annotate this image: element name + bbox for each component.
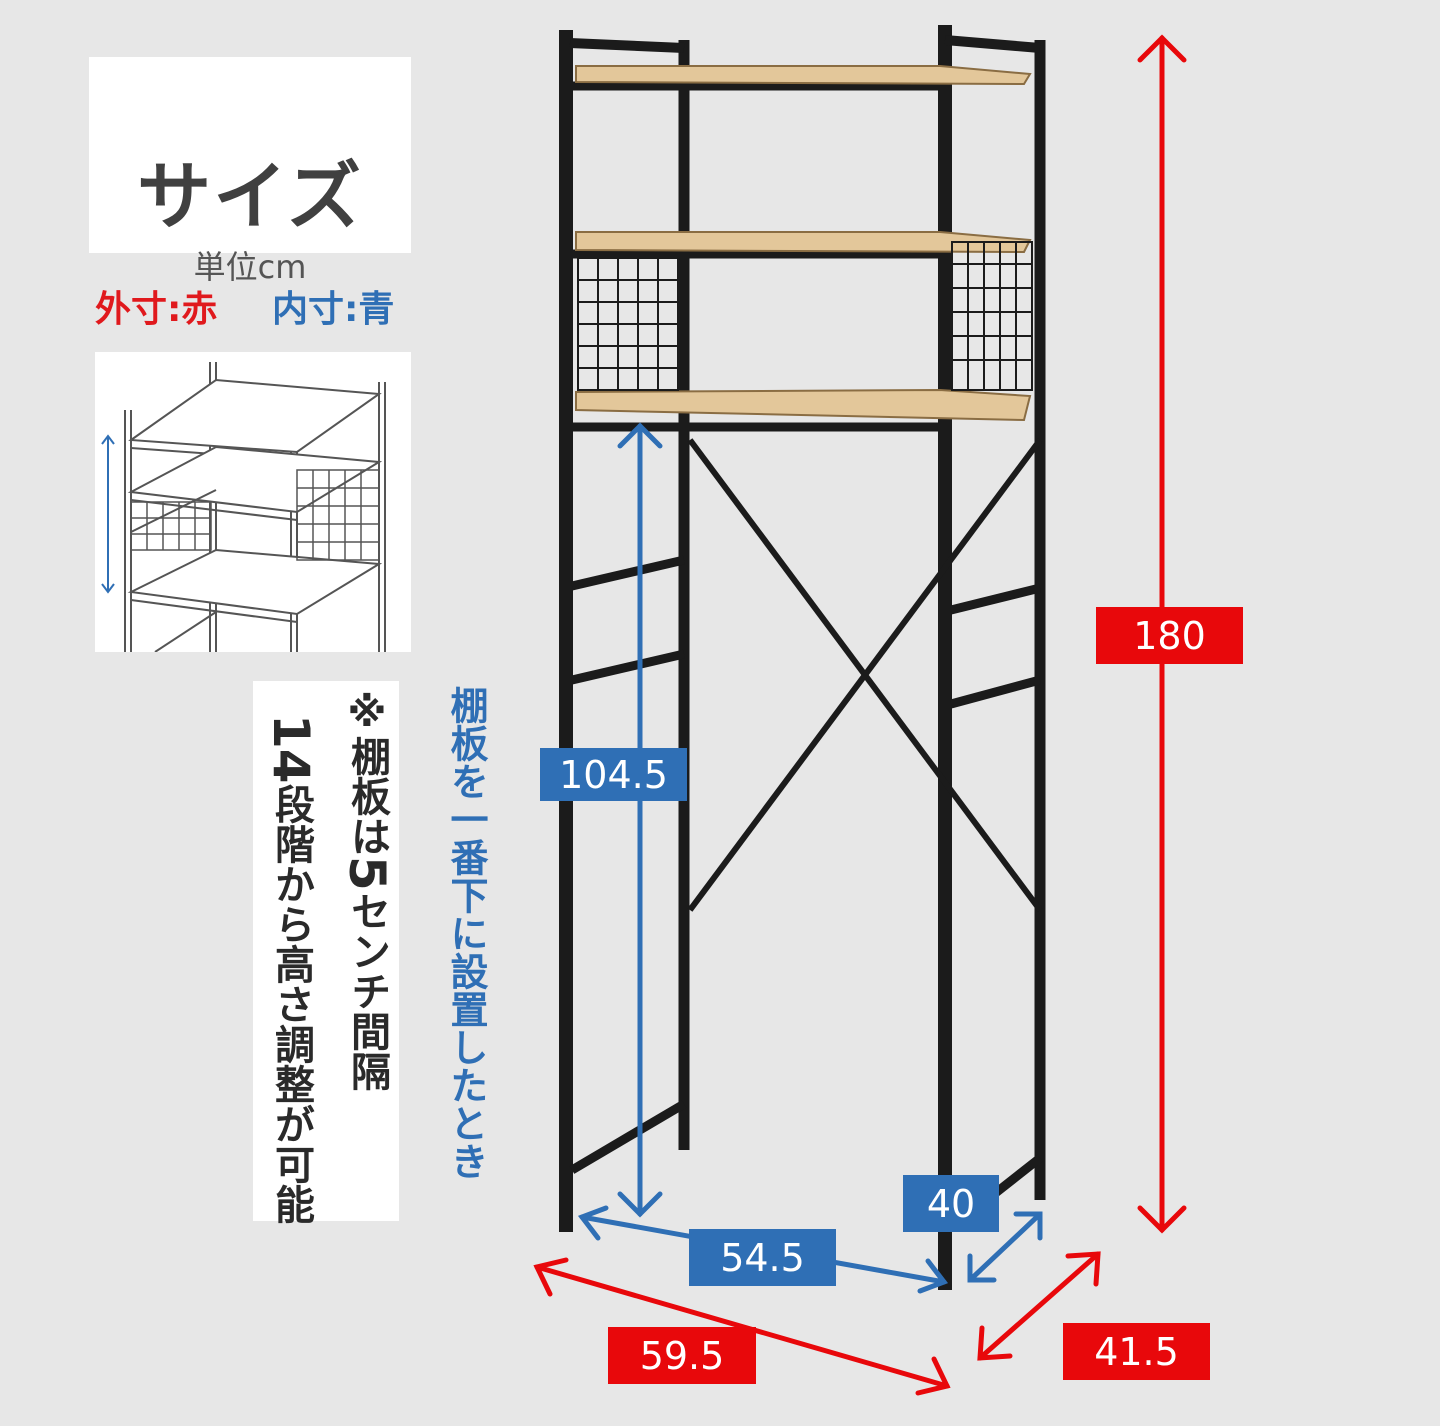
outer-width-arrow — [533, 1257, 951, 1396]
inner-depth-label: 40 — [903, 1175, 999, 1232]
note-prefix: ※棚板は — [344, 690, 390, 856]
inner-width-label: 54.5 — [689, 1229, 836, 1286]
outer-height-label: 180 — [1096, 607, 1243, 664]
note-height-steps: 14段階から高さ調整が可能 — [262, 714, 320, 1224]
note-suffix: センチ間隔 — [344, 890, 390, 1091]
title-panel: サイズ 単位cm — [89, 57, 411, 286]
shelf-boards — [575, 65, 1032, 422]
unit-label: 単位cm — [193, 248, 307, 286]
outer-depth-label: 41.5 — [1063, 1323, 1210, 1380]
note-steps-number: 14 — [262, 714, 320, 784]
adjustment-note-panel — [253, 681, 399, 1221]
legend-outer-red: 外寸:赤 — [95, 289, 218, 330]
outer-width-label: 59.5 — [608, 1327, 756, 1384]
inner-height-label: 104.5 — [540, 748, 687, 801]
page-title: サイズ — [137, 154, 363, 240]
inner-depth-arrow — [967, 1211, 1043, 1283]
note-steps-text: 段階から高さ調整が可能 — [268, 783, 314, 1224]
note-interval-number: 5 — [338, 856, 396, 891]
legend-inner-blue: 内寸:青 — [272, 289, 395, 330]
wire-baskets — [577, 241, 1033, 391]
inner-height-condition-note: 棚板を一番下に設置したとき — [444, 686, 488, 1180]
rack-frame — [559, 25, 1046, 1290]
shelf-thumbnail — [95, 352, 411, 652]
inner-height-arrow — [617, 422, 663, 1218]
outer-depth-arrow — [977, 1251, 1101, 1361]
note-shelf-interval: ※棚板は5センチ間隔 — [338, 690, 396, 1091]
shelf-thumbnail-drawing — [101, 362, 386, 652]
